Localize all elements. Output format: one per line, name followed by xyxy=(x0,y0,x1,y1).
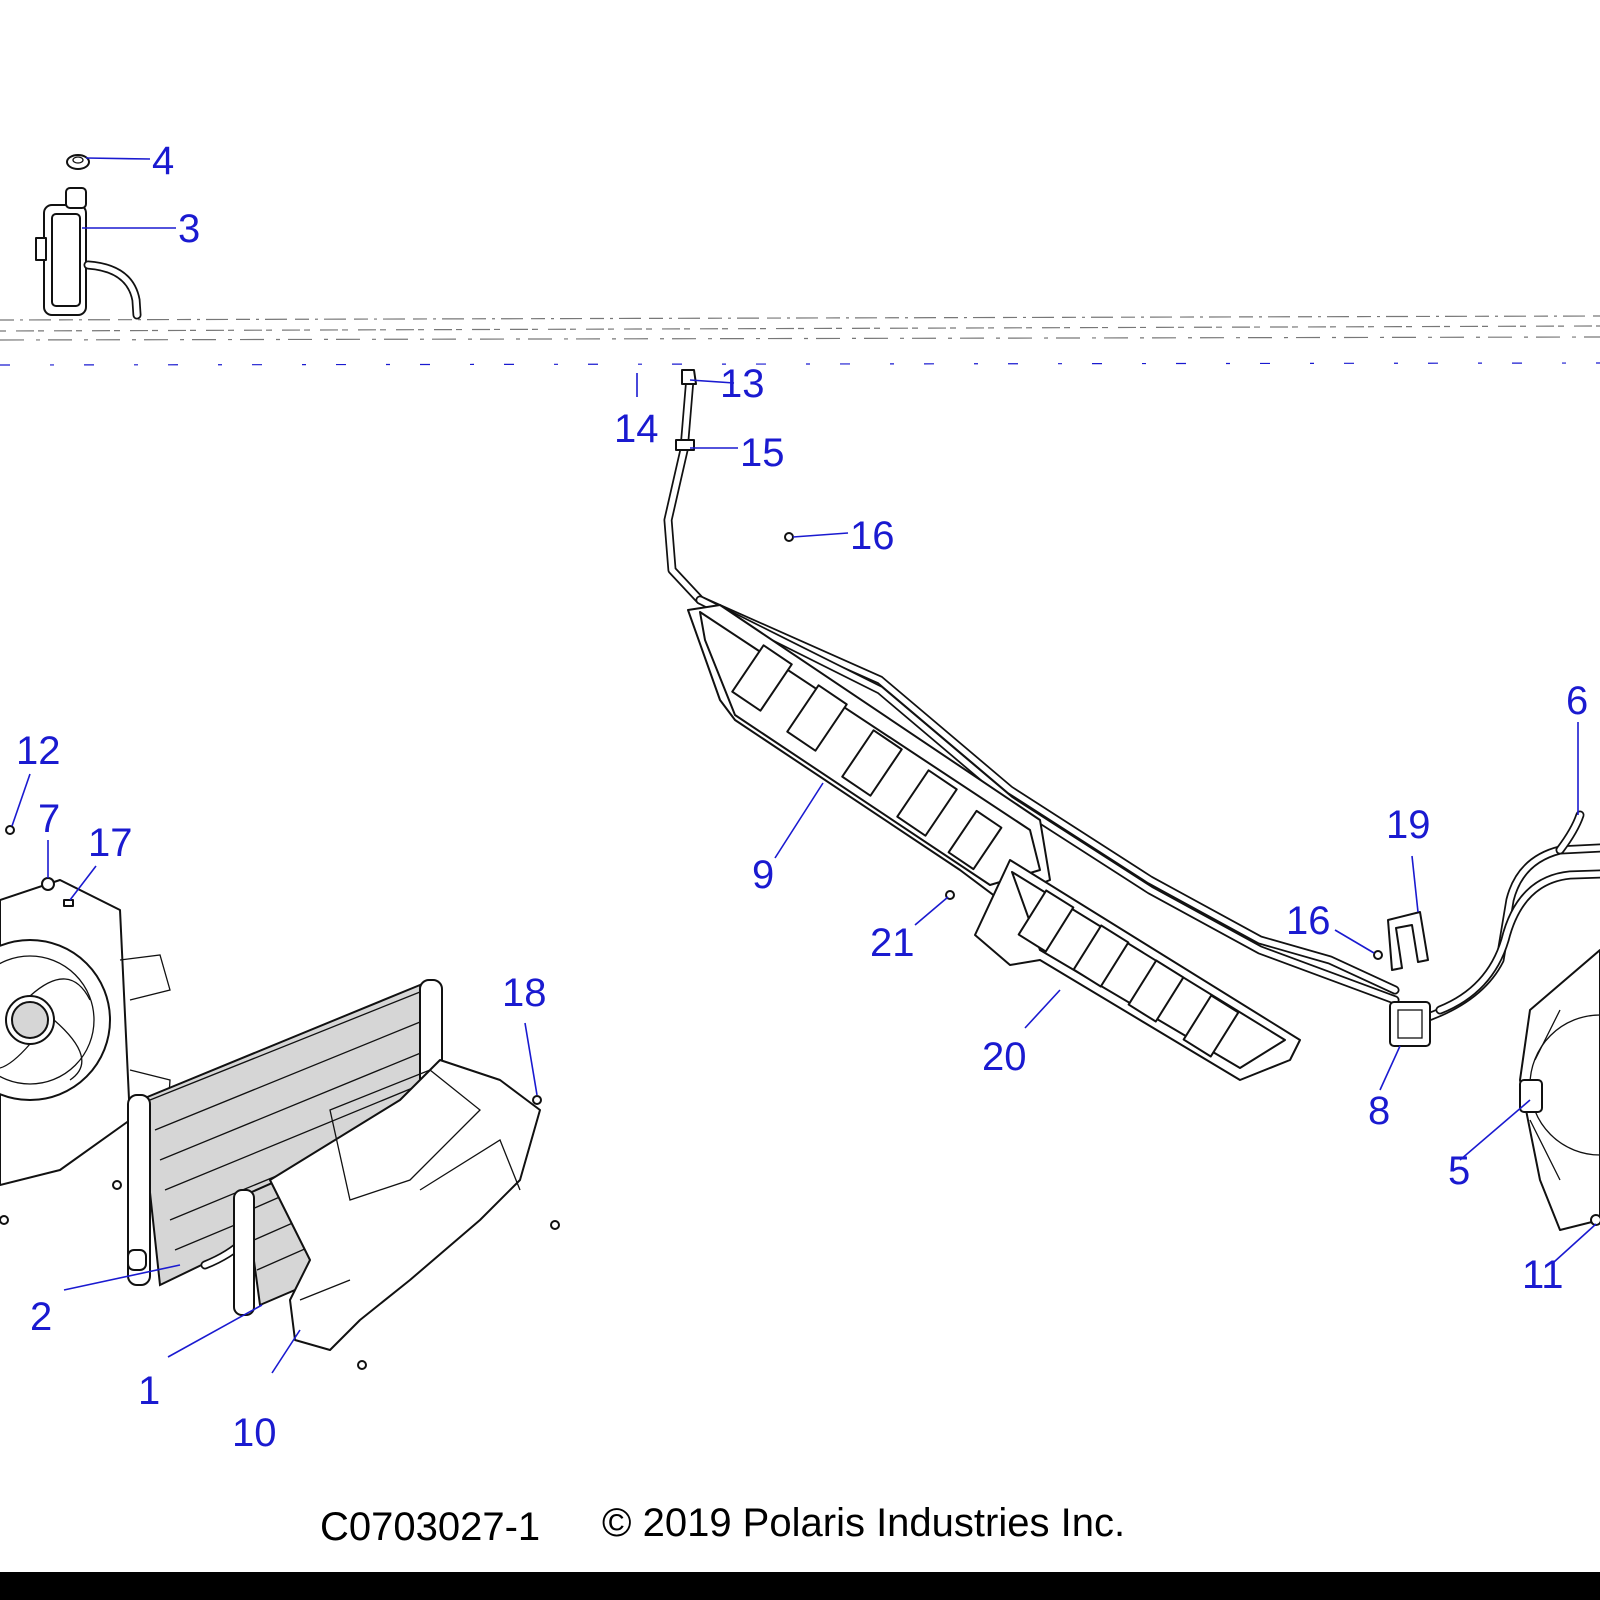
leader-lines xyxy=(11,157,1597,1374)
callout-5: 5 xyxy=(1448,1149,1470,1193)
callout-labels: 1 2 3 4 5 6 7 8 9 10 11 12 13 14 15 16 1… xyxy=(16,139,1588,1455)
radiator-shroud xyxy=(269,1059,541,1351)
callout-9: 9 xyxy=(752,853,774,897)
callout-19: 19 xyxy=(1386,803,1431,847)
callout-8: 8 xyxy=(1368,1089,1390,1133)
callout-15: 15 xyxy=(740,431,785,475)
radiator xyxy=(127,979,443,1287)
callout-21: 21 xyxy=(870,921,915,965)
cooling-fan-left xyxy=(0,879,171,1186)
front-bracket-upper xyxy=(687,604,1051,901)
fastener-set xyxy=(0,532,1600,1370)
callout-14: 14 xyxy=(614,407,659,451)
callout-7: 7 xyxy=(38,797,60,841)
callout-4: 4 xyxy=(152,139,174,183)
front-bracket-lower xyxy=(974,859,1301,1081)
callout-17: 17 xyxy=(88,821,133,865)
coolant-tube-assembly xyxy=(663,369,1400,1005)
footer: C0703027-1 © 2019 Polaris Industries Inc… xyxy=(320,1501,1125,1549)
callout-18: 18 xyxy=(502,971,547,1015)
callout-1: 1 xyxy=(138,1369,160,1413)
callout-16-upper: 16 xyxy=(850,514,895,558)
bottom-border-bar xyxy=(0,1572,1600,1600)
hose-clip xyxy=(1387,911,1429,971)
coolant-reservoir xyxy=(35,187,142,320)
reservoir-cap xyxy=(66,154,90,170)
callout-2: 2 xyxy=(30,1295,52,1339)
copyright-notice: © 2019 Polaris Industries Inc. xyxy=(602,1501,1125,1545)
callout-11: 11 xyxy=(1522,1253,1564,1297)
radiator-hose-right xyxy=(1415,810,1600,1025)
callout-20: 20 xyxy=(982,1035,1027,1079)
callout-10: 10 xyxy=(232,1411,277,1455)
callout-16-lower: 16 xyxy=(1286,899,1331,943)
cooling-fan-right xyxy=(1519,949,1600,1231)
fan-motor-hub-left xyxy=(11,1001,49,1039)
drawing-number: C0703027-1 xyxy=(320,1505,540,1549)
callout-3: 3 xyxy=(178,207,200,251)
callout-13: 13 xyxy=(720,362,765,406)
scan-artifact-band xyxy=(0,315,1600,366)
hose-connector xyxy=(1389,1001,1431,1047)
callout-12: 12 xyxy=(16,729,61,773)
callout-6: 6 xyxy=(1566,679,1588,723)
